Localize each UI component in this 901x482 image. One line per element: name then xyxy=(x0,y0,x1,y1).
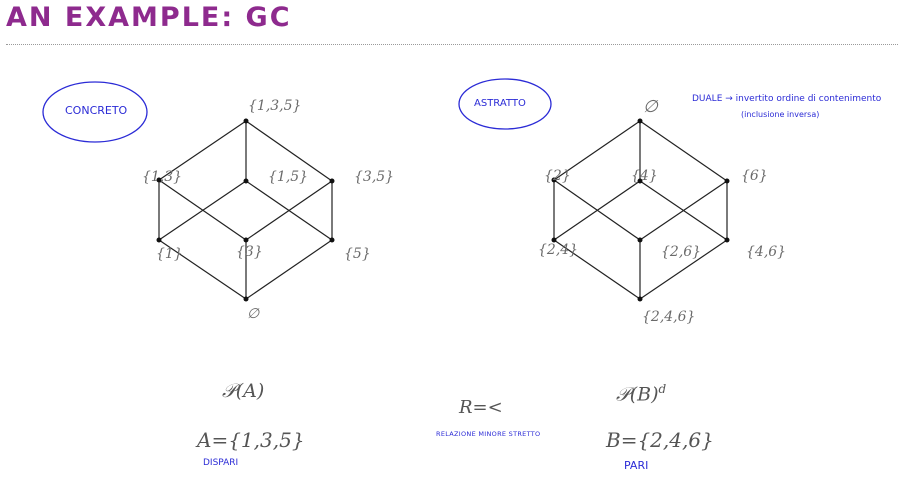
title-divider xyxy=(6,44,898,45)
node-label: ∅ xyxy=(247,306,260,322)
powerset-b-text: 𝒫(B) xyxy=(616,383,659,406)
abstract-lattice xyxy=(553,120,728,300)
node-label: {4} xyxy=(631,168,658,184)
node-label: {6} xyxy=(741,168,768,184)
abstract-nodes xyxy=(551,118,730,302)
set-b: B={2,4,6} xyxy=(606,428,714,452)
powerset-b: 𝒫(B)d xyxy=(616,382,666,405)
node-label: {4,6} xyxy=(746,244,786,260)
concrete-tag: CONCRETO xyxy=(65,104,128,117)
node-label: {5} xyxy=(344,246,371,262)
node-label: {3} xyxy=(236,244,263,260)
node-label: {3,5} xyxy=(354,169,394,185)
concrete-nodes xyxy=(156,118,335,302)
abstract-tag: ASTRATTO xyxy=(474,98,526,109)
set-a: A={1,3,5} xyxy=(197,428,305,452)
relation: R=< xyxy=(459,397,503,418)
node-label: {1,3,5} xyxy=(248,98,301,114)
node-label: ∅ xyxy=(643,97,659,117)
powerset-a-text: 𝒫(A) xyxy=(222,380,265,402)
powerset-a: 𝒫(A) xyxy=(222,380,264,402)
slide-title: AN EXAMPLE: GC xyxy=(6,2,292,33)
pari-note: PARI xyxy=(624,459,649,472)
dual-superscript: d xyxy=(658,382,667,396)
node-label: {2,6} xyxy=(661,244,701,260)
concrete-labels: {1,3,5} {1,3} {1,5} {3,5} {1} {3} {5} ∅ xyxy=(142,98,394,322)
node-label: {1} xyxy=(156,246,183,262)
concrete-lattice xyxy=(158,120,333,300)
node-label: {1,5} xyxy=(268,169,308,185)
node-label: {2} xyxy=(544,168,571,184)
dispari-note: DISPARI xyxy=(203,458,239,468)
relation-note: RELAZIONE MINORE STRETTO xyxy=(436,430,541,438)
dual-note: DUALE → invertito ordine di contenimento xyxy=(692,94,882,104)
dual-note-sub: (inclusione inversa) xyxy=(741,110,819,119)
abstract-ellipse xyxy=(458,78,552,130)
abstract-labels: ∅ {2} {4} {6} {2,4} {2,6} {4,6} {2,4,6} xyxy=(538,97,786,325)
node-label: {1,3} xyxy=(142,169,182,185)
concrete-ellipse xyxy=(42,81,148,143)
node-label: {2,4,6} xyxy=(642,309,695,325)
node-label: {2,4} xyxy=(538,242,578,258)
